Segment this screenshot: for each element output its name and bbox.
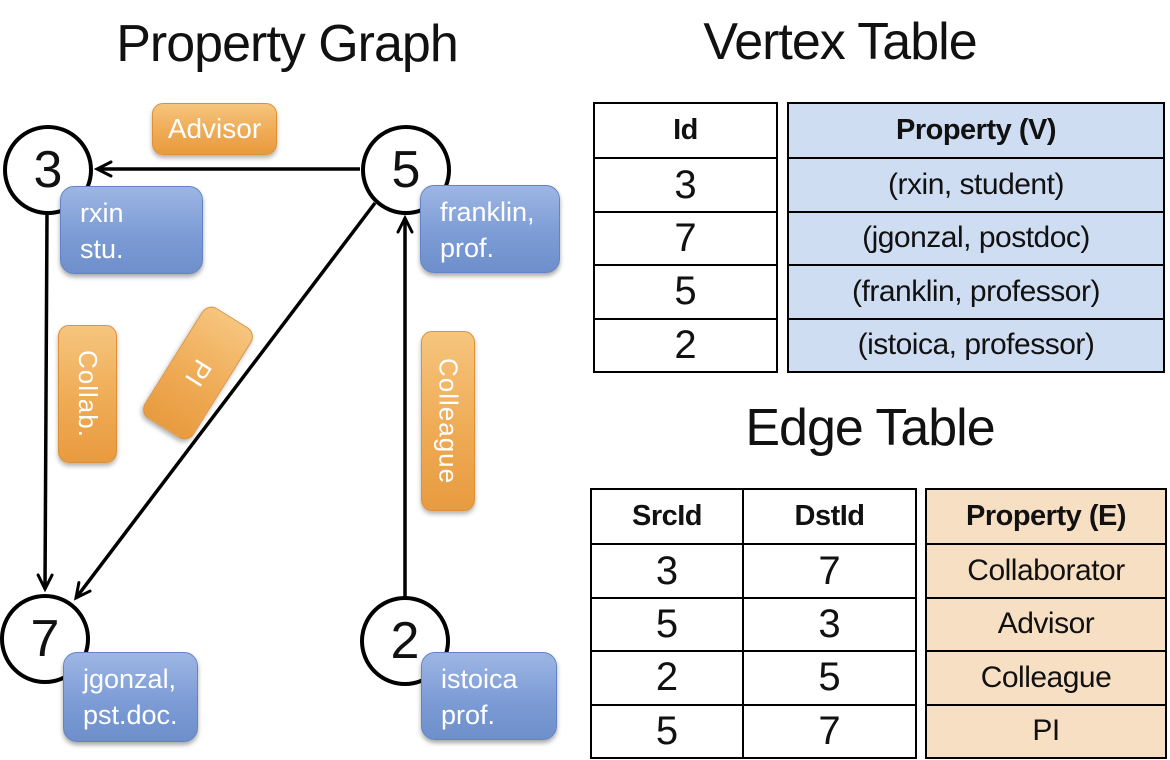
edge-table-dstid-cell: 7 bbox=[742, 703, 915, 757]
edge-label-colleague-text: Colleague bbox=[433, 357, 464, 485]
edge-label-colleague: Colleague bbox=[421, 331, 475, 511]
edge-table-dstid-cell: 7 bbox=[742, 543, 915, 597]
vertex-label-line2: stu. bbox=[80, 234, 124, 265]
vertex-table-id-cell: 5 bbox=[595, 264, 776, 317]
vertex-table-property-column: Property (V) (rxin, student) (jgonzal, p… bbox=[787, 102, 1165, 373]
edge-label-collab-text: Collab. bbox=[73, 350, 103, 438]
node-7-id: 7 bbox=[30, 610, 60, 668]
vertex-table-id-cell: 2 bbox=[595, 317, 776, 371]
vertex-table-id-cell: 3 bbox=[595, 157, 776, 210]
edge-table-srcid-cell: 5 bbox=[592, 703, 742, 757]
graph-node-5: 5 bbox=[361, 125, 451, 215]
vertex-table-header-property: Property (V) bbox=[896, 114, 1056, 147]
vertex-label-line1: franklin, bbox=[440, 197, 535, 227]
edge-table-header-dstid: DstId bbox=[742, 490, 915, 544]
edge-table-header-property: Property (E) bbox=[966, 500, 1126, 533]
edge-table-srcid-cell: 5 bbox=[592, 596, 742, 650]
node-3-id: 3 bbox=[33, 141, 63, 199]
edge-table-header-srcid: SrcId bbox=[631, 500, 703, 533]
edge-table-srcid-cell: 3 bbox=[592, 543, 742, 596]
edge-label-collab: Collab. bbox=[58, 325, 117, 463]
edge-table-property-cell: Colleague bbox=[927, 650, 1165, 703]
edge-table-property-cell: Advisor bbox=[927, 596, 1165, 650]
vertex-table-property-cell: (jgonzal, postdoc) bbox=[789, 210, 1163, 264]
node-5-id: 5 bbox=[391, 141, 421, 199]
edge-arrow-5-to-7 bbox=[76, 201, 377, 598]
edge-label-advisor: Advisor bbox=[152, 103, 277, 155]
vertex-label-line2: prof. bbox=[440, 233, 495, 264]
edge-label-pi-text: PI bbox=[178, 354, 219, 393]
edge-table-id-columns: SrcId DstId 3 7 5 3 2 5 5 7 bbox=[590, 488, 917, 759]
vertex-table-title: Vertex Table bbox=[703, 13, 977, 71]
edge-table-title: Edge Table bbox=[745, 399, 995, 457]
edge-table-dstid-cell: 5 bbox=[742, 650, 915, 704]
vertex-label-line2: pst.doc. bbox=[83, 700, 178, 731]
vertex-table-property-cell: (istoica, professor) bbox=[789, 317, 1163, 371]
vertex-label-line2: prof. bbox=[441, 700, 496, 731]
vertex-label-franklin: franklin, prof. bbox=[420, 185, 560, 273]
node-2-id: 2 bbox=[390, 612, 420, 670]
vertex-label-line1: istoica bbox=[441, 664, 518, 694]
vertex-table-header-id: Id bbox=[673, 114, 698, 147]
vertex-label-istoica: istoica prof. bbox=[421, 652, 557, 740]
edge-label-advisor-text: Advisor bbox=[167, 113, 262, 144]
edge-table-property-cell: Collaborator bbox=[927, 543, 1165, 596]
property-graph-title: Property Graph bbox=[116, 15, 458, 73]
vertex-label-jgonzal: jgonzal, pst.doc. bbox=[63, 652, 198, 742]
vertex-table-property-cell: (rxin, student) bbox=[789, 157, 1163, 210]
graph-edges-svg bbox=[0, 0, 580, 760]
vertex-label-rxin: rxin stu. bbox=[60, 186, 203, 274]
edge-table-property-column: Property (E) Collaborator Advisor Collea… bbox=[925, 488, 1167, 759]
edge-arrow-3-to-7 bbox=[45, 213, 47, 589]
vertex-label-line1: rxin bbox=[80, 198, 124, 228]
vertex-table-id-column: Id 3 7 5 2 bbox=[593, 102, 778, 373]
vertex-table-property-cell: (franklin, professor) bbox=[789, 264, 1163, 317]
vertex-label-line1: jgonzal, bbox=[83, 664, 177, 694]
edge-table-dstid-cell: 3 bbox=[742, 596, 915, 651]
vertex-table-id-cell: 7 bbox=[595, 210, 776, 264]
graph-node-2: 2 bbox=[360, 596, 450, 686]
edge-table-property-cell: PI bbox=[927, 703, 1165, 757]
edge-table-srcid-cell: 2 bbox=[592, 650, 742, 703]
